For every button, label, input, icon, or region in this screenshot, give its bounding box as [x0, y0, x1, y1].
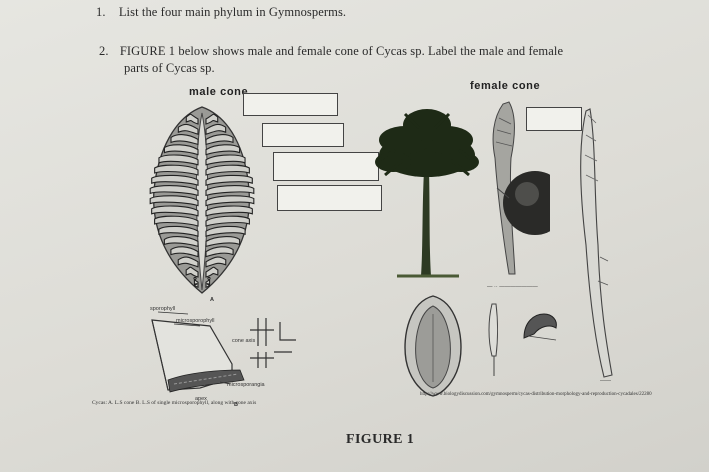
male-cone-label: male cone	[189, 86, 249, 98]
question-1-number: 1.	[96, 5, 106, 19]
cone-scale	[149, 195, 199, 207]
label-apex: apex	[195, 396, 207, 402]
question-1: 1. List the four main phylum in Gymnospe…	[96, 5, 346, 20]
caption-left: Cycas: A. L.S cone B. L.S of single micr…	[92, 400, 257, 406]
megasporophyll-seed-image	[492, 101, 550, 275]
cone-scale	[205, 185, 255, 197]
male-cone-illustration	[149, 106, 255, 294]
long-sporophyll-image	[580, 108, 613, 378]
answer-box-4[interactable]	[277, 185, 382, 211]
cone-scale	[154, 164, 199, 176]
tiny-caption-2: ――	[600, 378, 611, 384]
female-cone-label: female cone	[470, 80, 541, 92]
question-2-number: 2.	[99, 44, 109, 58]
cone-scale	[158, 225, 199, 237]
cone-scale	[185, 266, 199, 278]
cone-scale	[205, 113, 219, 125]
question-2-line1: FIGURE 1 below shows male and female con…	[119, 44, 564, 58]
cone-scale	[205, 256, 227, 268]
label-A: A	[210, 297, 214, 303]
answer-box-3[interactable]	[273, 152, 379, 181]
cone-scale	[158, 154, 199, 166]
cone-scale	[205, 205, 253, 217]
cone-scale	[170, 246, 199, 258]
question-2-line2: parts of Cycas sp.	[124, 61, 215, 75]
answer-box-1[interactable]	[243, 93, 338, 116]
figure-caption: FIGURE 1	[346, 432, 415, 447]
cone-scale	[177, 123, 199, 135]
cone-scale	[170, 134, 199, 146]
cone-scale	[177, 256, 199, 268]
cone-scale	[205, 154, 246, 166]
label-cone-axis: cone axis	[232, 338, 256, 344]
cone-scale	[205, 174, 253, 186]
cone-scale	[151, 205, 199, 217]
cone-scale	[205, 236, 241, 248]
question-1-text: List the four main phylum in Gymnosperms…	[118, 5, 347, 19]
answer-box-5[interactable]	[526, 107, 582, 131]
cone-scale	[163, 144, 199, 156]
label-B: B	[234, 402, 238, 408]
cone-scale	[193, 276, 199, 288]
cone-scale	[205, 164, 250, 176]
palm-tree-image	[375, 109, 479, 278]
cone-scale	[205, 123, 227, 135]
cone-scale	[163, 236, 199, 248]
answer-box-2[interactable]	[262, 123, 344, 147]
ovule-section-image	[404, 295, 462, 397]
label-microsporangia: microsporangia	[227, 382, 265, 388]
cone-scale	[205, 266, 219, 278]
tiny-caption-1: ― ·· ―――――――	[487, 284, 538, 290]
cone-scale	[205, 246, 234, 258]
question-2: 2. FIGURE 1 below shows male and female …	[99, 44, 563, 59]
cone-scale	[205, 195, 255, 207]
microsporophyll-illustration	[151, 311, 296, 393]
cone-scale	[205, 215, 250, 227]
cone-scale	[205, 144, 241, 156]
cone-scale	[149, 185, 199, 197]
cone-scale	[205, 225, 246, 237]
small-structure-image	[523, 313, 557, 341]
seedling-image	[488, 303, 498, 376]
cone-scale	[151, 174, 199, 186]
cone-scale	[154, 215, 199, 227]
label-sporophyll: sporophyll	[150, 306, 176, 312]
cone-scale	[185, 113, 199, 125]
label-microsporophyll: microsporophyll	[176, 318, 215, 324]
cone-scale	[205, 276, 211, 288]
caption-url: http://www.biologydiscussion.com/gymnosp…	[420, 392, 652, 397]
cone-scale	[205, 134, 234, 146]
